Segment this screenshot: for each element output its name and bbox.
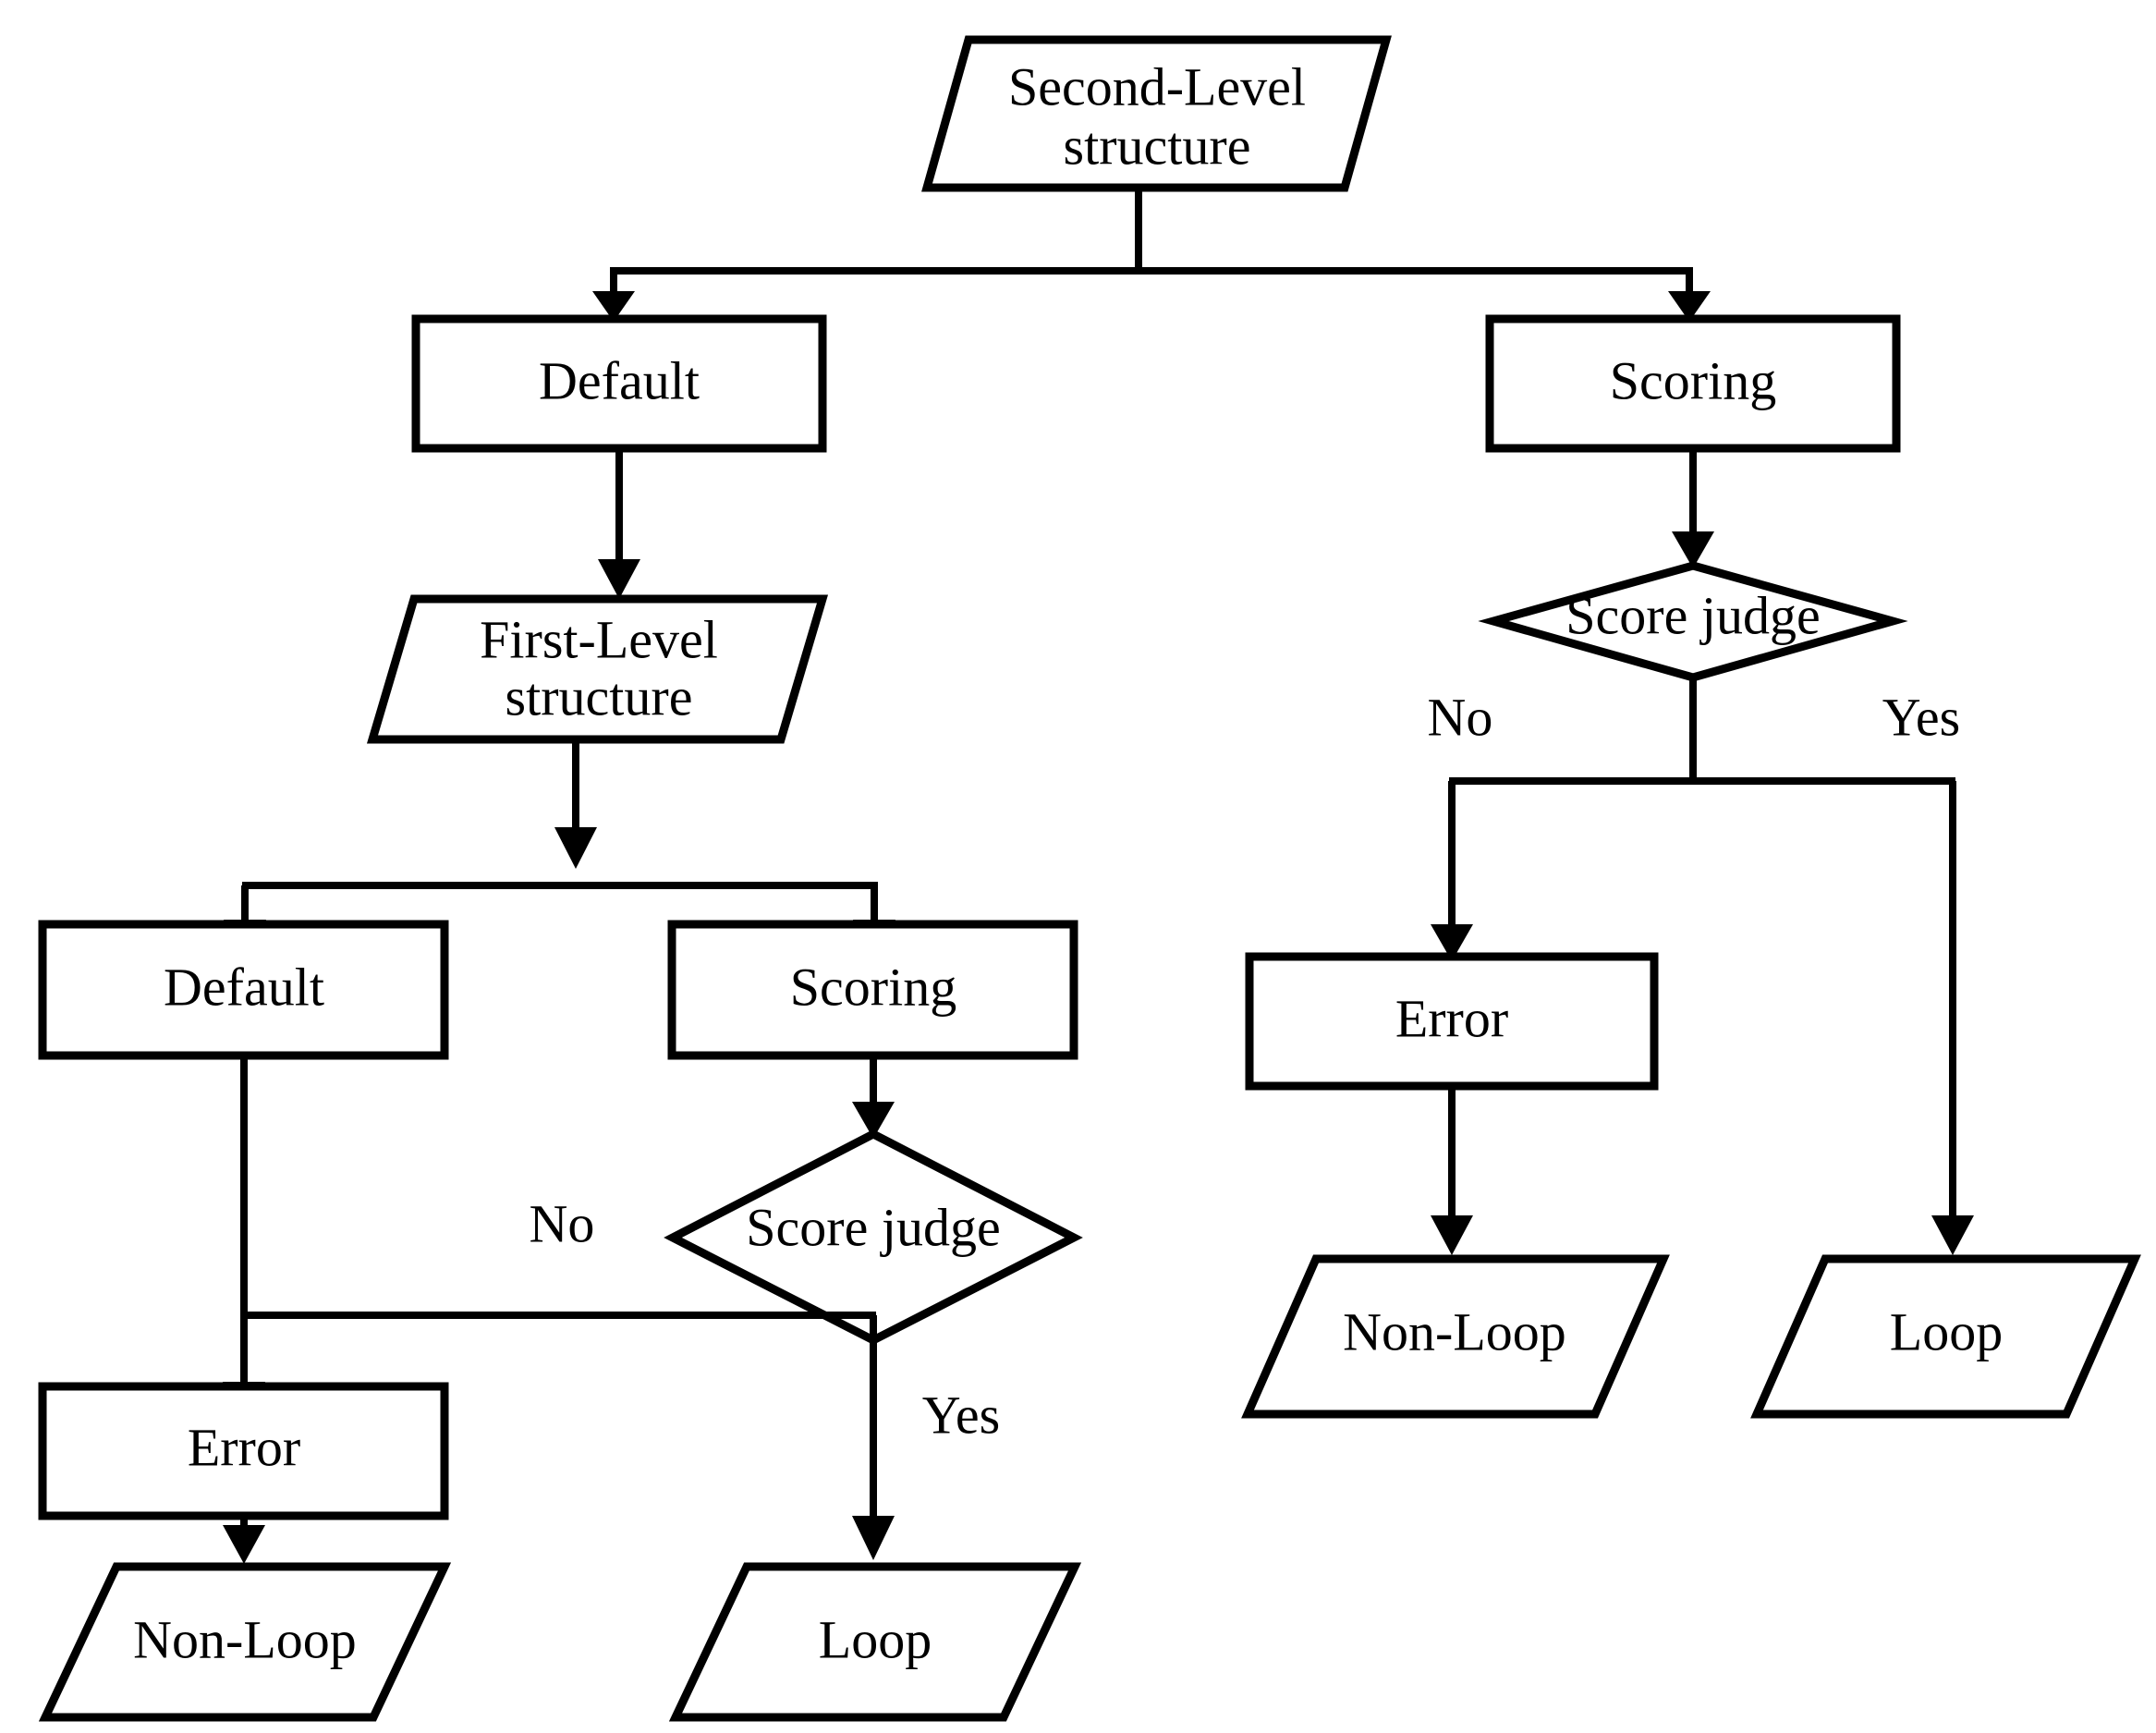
node-default-second[interactable] bbox=[38, 920, 449, 1060]
node-default-top-label: Default bbox=[539, 350, 700, 410]
edge-label-right-yes: Yes bbox=[1882, 687, 1960, 747]
node-score-judge-second-label: Score judge bbox=[746, 1197, 1000, 1257]
node-second-level-structure-label-line1: Second-Level bbox=[1008, 56, 1306, 116]
node-second-level-structure[interactable] bbox=[921, 35, 1392, 192]
node-non-loop-second-label: Non-Loop bbox=[133, 1609, 357, 1669]
node-loop-right-label: Loop bbox=[1890, 1301, 2003, 1361]
node-non-loop-right[interactable] bbox=[1241, 1254, 1670, 1419]
node-loop-right[interactable] bbox=[1750, 1254, 2141, 1419]
arrowhead-to-right-scorejudge bbox=[1672, 531, 1714, 568]
node-first-level-structure-label-line1: First-Level bbox=[480, 609, 718, 669]
node-error-right-label: Error bbox=[1395, 988, 1508, 1048]
node-loop-second-label: Loop bbox=[819, 1609, 932, 1669]
node-non-loop-second[interactable] bbox=[38, 1562, 452, 1722]
edge-label-left-yes: Yes bbox=[922, 1385, 1000, 1445]
arrowhead-to-scoring bbox=[1668, 291, 1711, 322]
node-error-second-label: Error bbox=[188, 1417, 300, 1477]
arrowhead-to-l2-nonloop bbox=[223, 1525, 265, 1564]
node-scoring-top[interactable] bbox=[1485, 314, 1901, 453]
node-error-second[interactable] bbox=[38, 1382, 449, 1520]
node-non-loop-right-label: Non-Loop bbox=[1343, 1301, 1566, 1361]
node-scoring-second[interactable] bbox=[667, 920, 1078, 1060]
arrowhead-firstlevel-split bbox=[554, 827, 597, 869]
node-first-level-structure-label-line2: structure bbox=[506, 666, 693, 726]
arrowhead-to-l2-loop bbox=[852, 1516, 895, 1560]
node-error-right[interactable] bbox=[1245, 952, 1659, 1091]
node-first-level-structure[interactable] bbox=[366, 594, 829, 744]
arrowhead-to-default bbox=[592, 291, 635, 322]
node-scoring-second-label: Scoring bbox=[790, 957, 956, 1017]
node-score-judge-right-label: Score judge bbox=[1565, 585, 1820, 645]
arrowhead-to-right-nonloop bbox=[1431, 1215, 1473, 1255]
node-default-second-label: Default bbox=[164, 957, 324, 1017]
arrowhead-to-firstlevel bbox=[598, 559, 640, 599]
node-scoring-top-label: Scoring bbox=[1610, 350, 1776, 410]
node-second-level-structure-label-line2: structure bbox=[1064, 116, 1251, 176]
node-loop-second[interactable] bbox=[668, 1562, 1082, 1722]
arrowhead-to-l2-scorejudge bbox=[852, 1102, 895, 1139]
edge-label-right-no: No bbox=[1428, 687, 1493, 747]
arrowhead-to-right-error bbox=[1431, 924, 1473, 961]
edge-label-left-no: No bbox=[530, 1193, 595, 1253]
arrowhead-to-right-loop bbox=[1931, 1215, 1974, 1255]
